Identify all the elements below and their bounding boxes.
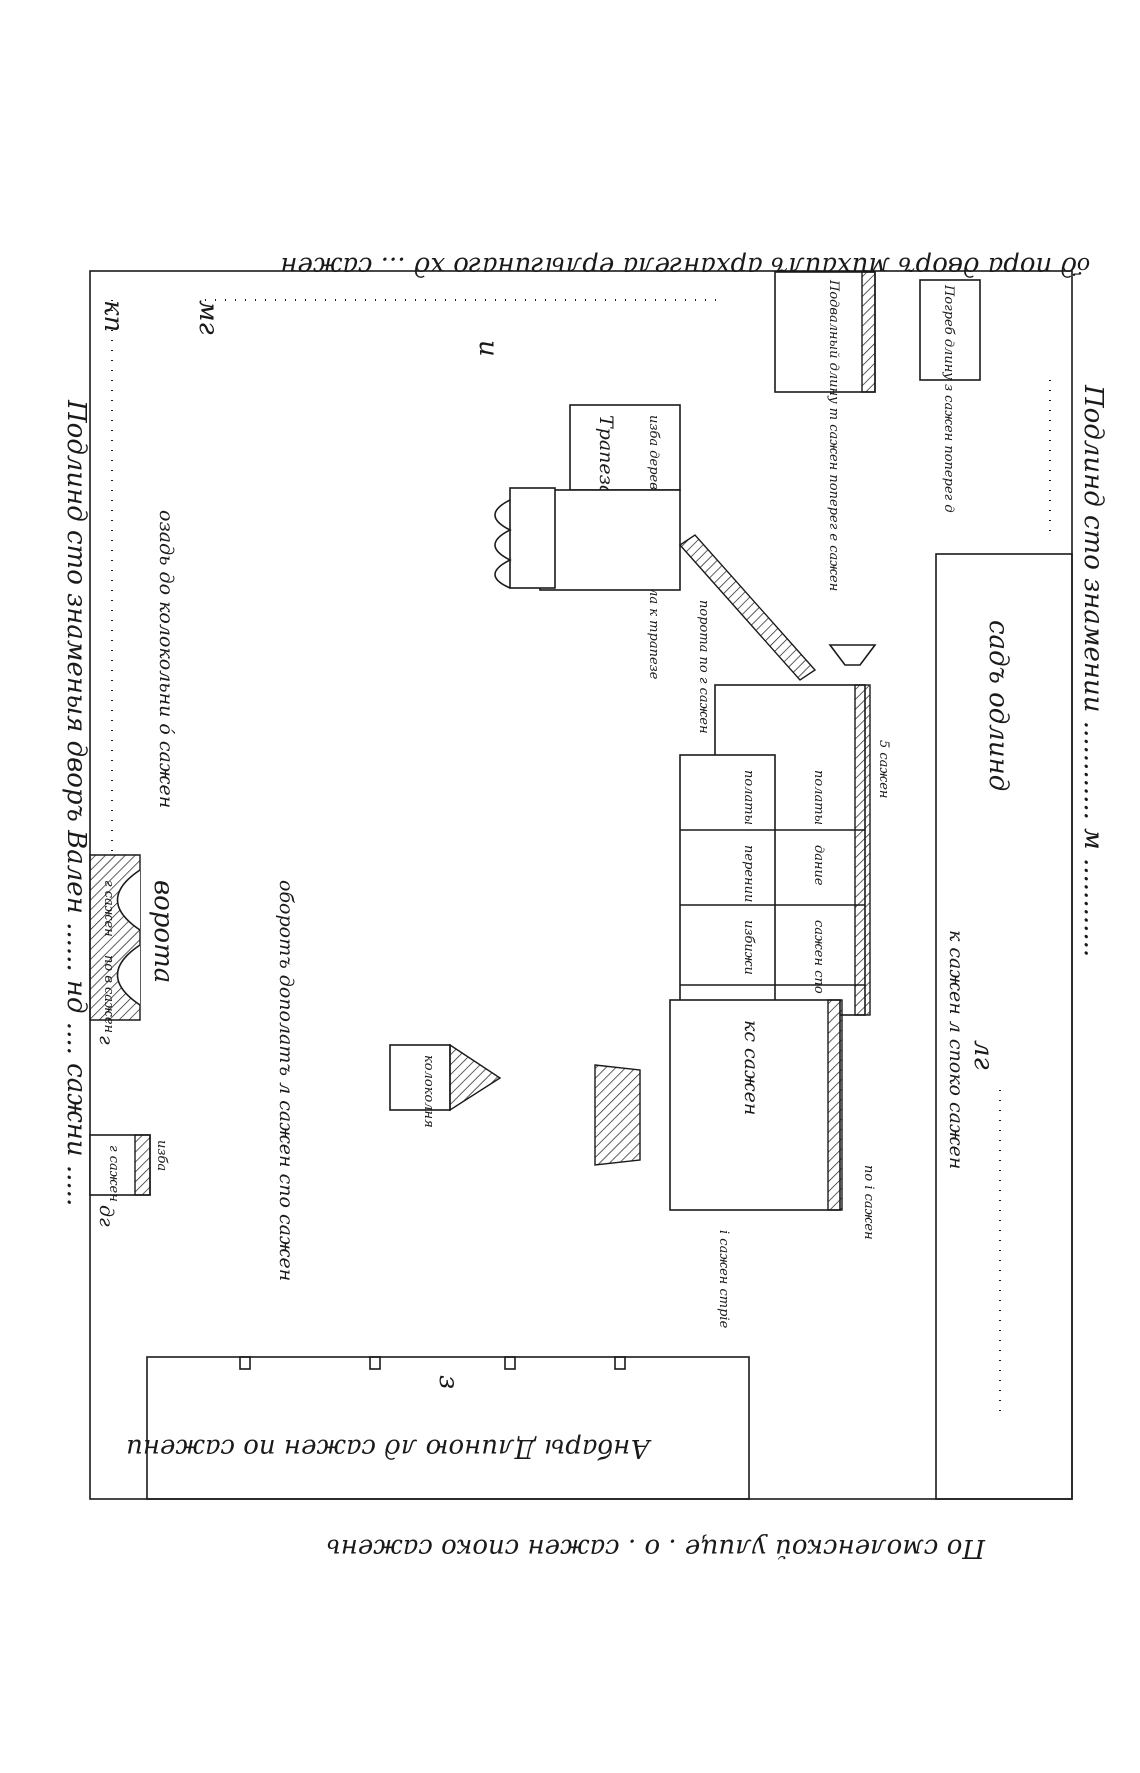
refectory-annex — [569, 404, 681, 491]
stair-tower — [594, 1064, 641, 1166]
hut-dim: г сажен — [106, 1145, 121, 1202]
chamber-label: полаты — [741, 770, 756, 825]
hut-wall — [134, 1134, 151, 1196]
label-mg: мг — [193, 300, 223, 335]
church — [539, 489, 681, 591]
barns — [146, 1356, 750, 1500]
cellar-label: Погреб длину з сажен поперег д — [941, 284, 956, 513]
porch-label: порота по г сажен — [696, 600, 711, 734]
corner-label: кп — [98, 300, 128, 332]
label-i: и — [473, 340, 503, 357]
chamber-5-label: 5 сажен — [876, 740, 891, 798]
chambers-wall — [854, 684, 871, 1016]
garden-label: садъ одлинд — [983, 620, 1013, 791]
porch-steps — [828, 644, 877, 666]
church-apse — [509, 487, 556, 589]
barn-letter: з — [433, 1375, 463, 1389]
barns-label: Анбары Длиною лд сажен по сажени — [126, 1433, 652, 1463]
gate-label: ворота — [148, 880, 178, 983]
gate-g: г — [95, 1035, 117, 1045]
refectory-label: Трапеза — [595, 415, 617, 496]
chamber-label: дание — [811, 845, 826, 886]
left-edge-text: Подлинд сто знаменыя дворъ Вален ...... … — [61, 399, 91, 1206]
rear-wall — [827, 999, 843, 1211]
belltower — [389, 1044, 451, 1111]
belltower-roof — [449, 1043, 502, 1112]
chamber-label: сажен спо — [811, 920, 826, 994]
chamber-label: полаты — [811, 770, 826, 825]
gate-dim: г сажен — [101, 880, 116, 937]
cellar-wall — [861, 271, 876, 393]
garden-dim: к сажен л споко сажен — [945, 930, 967, 1169]
gate-arches — [116, 869, 141, 1006]
turn-label: оборотъ дополатъ л сажен спо сажен — [275, 880, 297, 1281]
chamber-label: избижи — [741, 920, 756, 975]
chamber-label: кс сажен — [740, 1020, 762, 1115]
gallery — [678, 534, 817, 681]
stairs-note: і сажен стріе — [716, 1230, 731, 1329]
side-note: по і сажен — [861, 1165, 876, 1240]
church-note: озадь до колокольни о́ сажен — [155, 510, 177, 808]
garden-lg: лг — [968, 1040, 998, 1070]
garden — [935, 553, 1073, 1500]
top-edge-text: о҃д пора дворъ михаилъ архангела ерлыгин… — [280, 251, 1090, 281]
cellar — [919, 279, 981, 381]
chamber-label: перении — [741, 845, 756, 902]
belltower-label: колоколня — [421, 1055, 436, 1128]
church-domes — [494, 499, 512, 589]
hut-dim: дг — [95, 1205, 117, 1227]
right-edge-text: Подлинд сто знамении ............ м ....… — [1078, 384, 1108, 957]
cellar-2 — [774, 271, 876, 393]
gate-dim: по в сажен — [101, 955, 116, 1033]
rear-wing — [669, 999, 841, 1211]
bottom-edge-text: По смоленской улице . о . сажен споко са… — [327, 1533, 986, 1563]
cellar-2-label: Подвалный длину т сажен поперег е сажен — [826, 279, 841, 591]
hut-label: изба — [154, 1140, 169, 1171]
